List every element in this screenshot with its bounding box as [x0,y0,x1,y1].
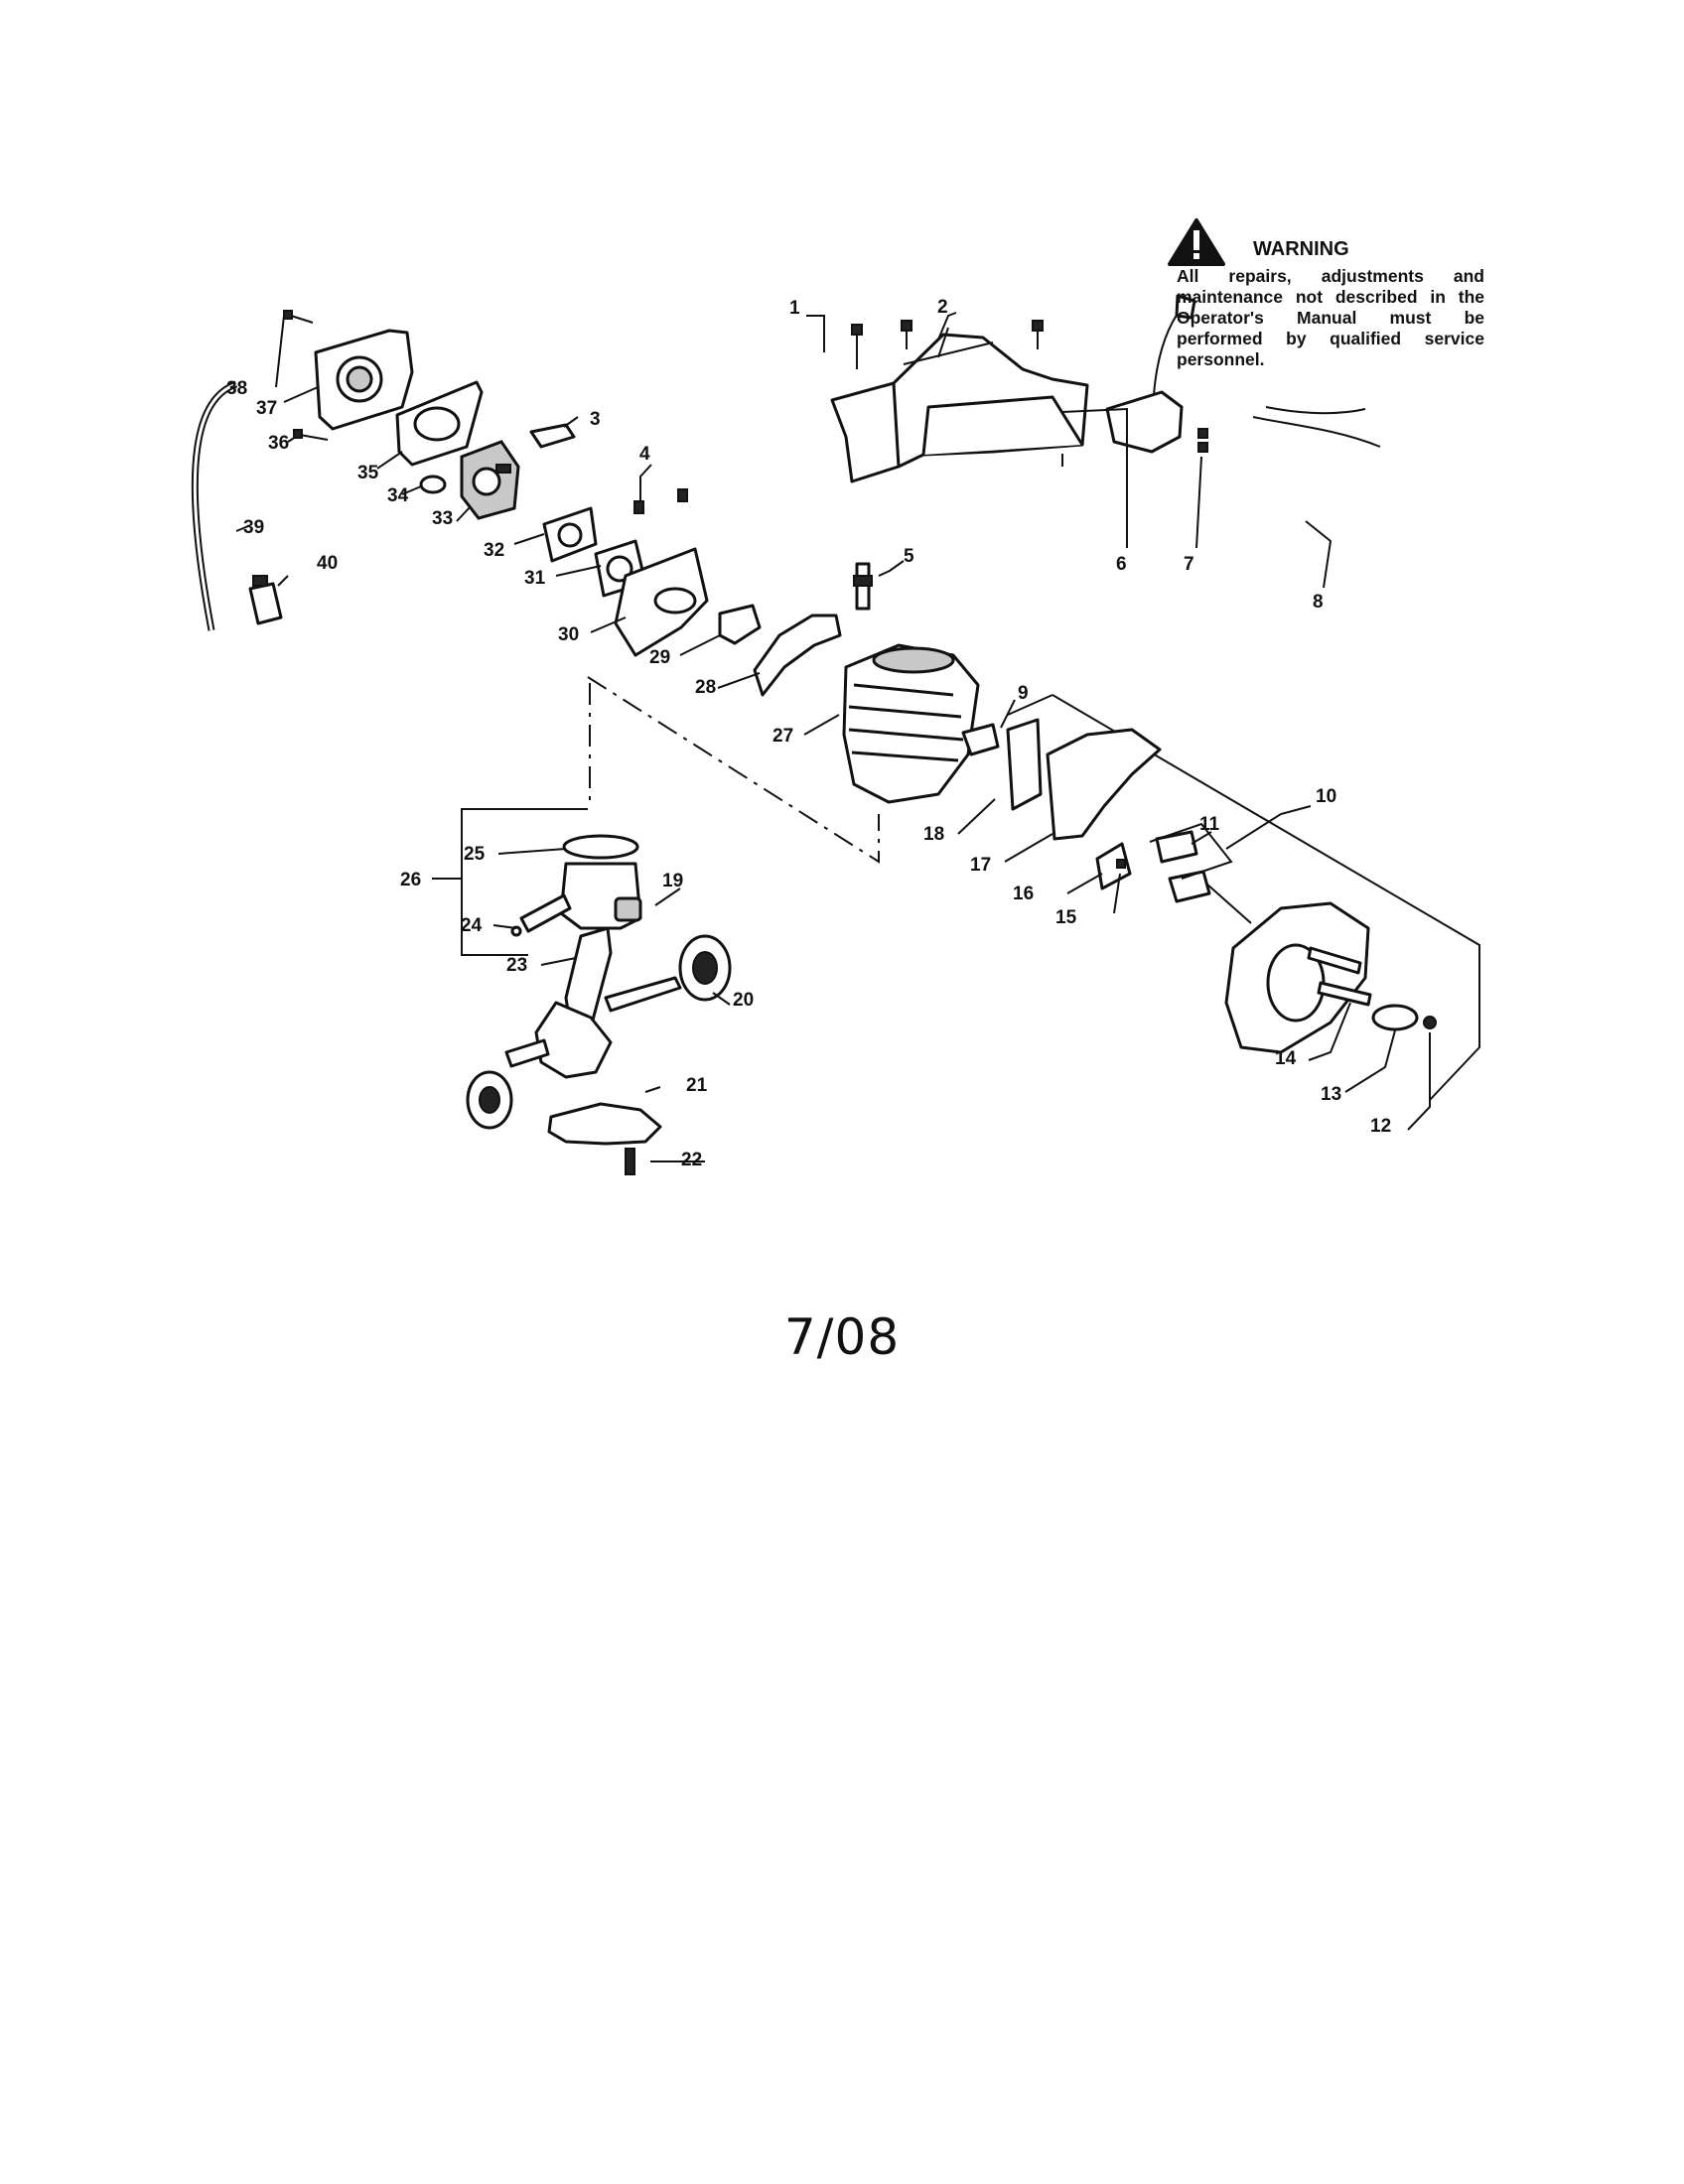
cylinder [842,643,980,804]
muffler-nut [1423,1016,1437,1029]
callout-10: 10 [1316,786,1336,807]
cover-screws [851,320,1044,369]
callout-29: 29 [649,647,670,668]
muffler-gasket-18 [1006,718,1043,811]
piston-ring [562,834,639,860]
callout-38: 38 [226,378,247,399]
baffle-plate [1149,822,1233,903]
muffler-bolt-b [1317,981,1372,1007]
warning-triangle-icon [1168,218,1225,266]
muffler-guide-line [1205,883,1252,924]
callout-numbers: 1 2 3 4 5 6 7 8 9 10 11 12 13 14 15 16 1… [226,297,1391,1170]
callout-34: 34 [387,485,409,506]
callout-7: 7 [1184,554,1194,575]
callout-5: 5 [904,546,914,567]
callout-22: 22 [681,1150,702,1170]
muffler-gasket-16 [1095,842,1132,890]
callout-30: 30 [558,624,579,645]
warning-title: WARNING [1253,238,1349,260]
needle-bearing [614,896,642,922]
callout-leaders [235,312,1431,1162]
page-date: 7/08 [783,1308,901,1366]
crankcase-half [547,1102,662,1146]
piston-pin [519,893,572,933]
screw-15 [1116,859,1126,869]
crankshaft [534,1001,613,1079]
callout-14: 14 [1275,1048,1297,1069]
main-bearing-20 [678,934,732,1002]
callout-1: 1 [789,298,800,319]
callout-27: 27 [772,726,793,747]
callout-8: 8 [1313,592,1324,613]
callout-28: 28 [695,677,716,698]
callout-33: 33 [432,508,453,529]
screw-36 [293,429,329,441]
callout-23: 23 [506,955,527,976]
air-filter [395,380,484,467]
callout-24: 24 [461,915,483,936]
carburetor [460,440,520,520]
callout-37: 37 [256,398,277,419]
crank-shaft-end-b [504,1038,550,1068]
module-screw-b [1197,442,1208,453]
callout-19: 19 [662,871,683,891]
ignition-wire [1252,406,1381,448]
assembly-line-cylinder [587,676,880,864]
module-screw-a [1197,428,1208,439]
muffler-shield-17 [1046,728,1162,841]
callout-11: 11 [1199,814,1220,835]
crankcase-screw [625,1148,635,1175]
top-cover [830,327,1089,483]
spark-plug [853,562,873,611]
ignition-module [1105,294,1196,454]
callout-35: 35 [357,463,379,483]
callout-4: 4 [639,444,650,465]
intake-boot [718,604,762,645]
callout-26: 26 [400,870,421,890]
screw-4a [633,500,644,514]
callout-12: 12 [1370,1116,1391,1137]
muffler-assembly-frame [1007,694,1480,1101]
callout-16: 16 [1013,884,1034,904]
fuel-line [191,380,238,631]
callout-15: 15 [1055,907,1077,928]
callout-31: 31 [524,568,546,589]
filter-grommet [419,475,447,494]
callout-2: 2 [937,297,948,318]
muffler-bolt-a [1307,946,1362,975]
callout-18: 18 [923,824,944,845]
main-bearing-left [466,1070,513,1130]
air-filter-cover [314,329,414,431]
crank-shaft-end-a [604,976,682,1013]
callout-6: 6 [1116,554,1127,575]
screw-38 [283,310,314,324]
warning-text: All repairs, adjustments and maintenance… [1177,266,1484,369]
choke-knob [529,423,576,449]
callout-17: 17 [970,855,991,876]
callout-13: 13 [1321,1084,1341,1105]
callout-25: 25 [464,844,486,865]
callout-9: 9 [1018,683,1029,704]
heat-shield [753,614,842,697]
callout-39: 39 [243,517,264,538]
callout-20: 20 [733,990,754,1011]
callout-36: 36 [268,433,289,454]
spark-screen [1371,1004,1419,1031]
exhaust-port-block [961,723,1000,756]
callout-3: 3 [590,409,601,430]
callout-21: 21 [686,1075,708,1096]
callout-40: 40 [317,553,338,574]
piston-bracket [461,808,588,956]
screw-4b [677,488,688,502]
fuel-filter [248,575,283,625]
callout-32: 32 [484,540,504,561]
